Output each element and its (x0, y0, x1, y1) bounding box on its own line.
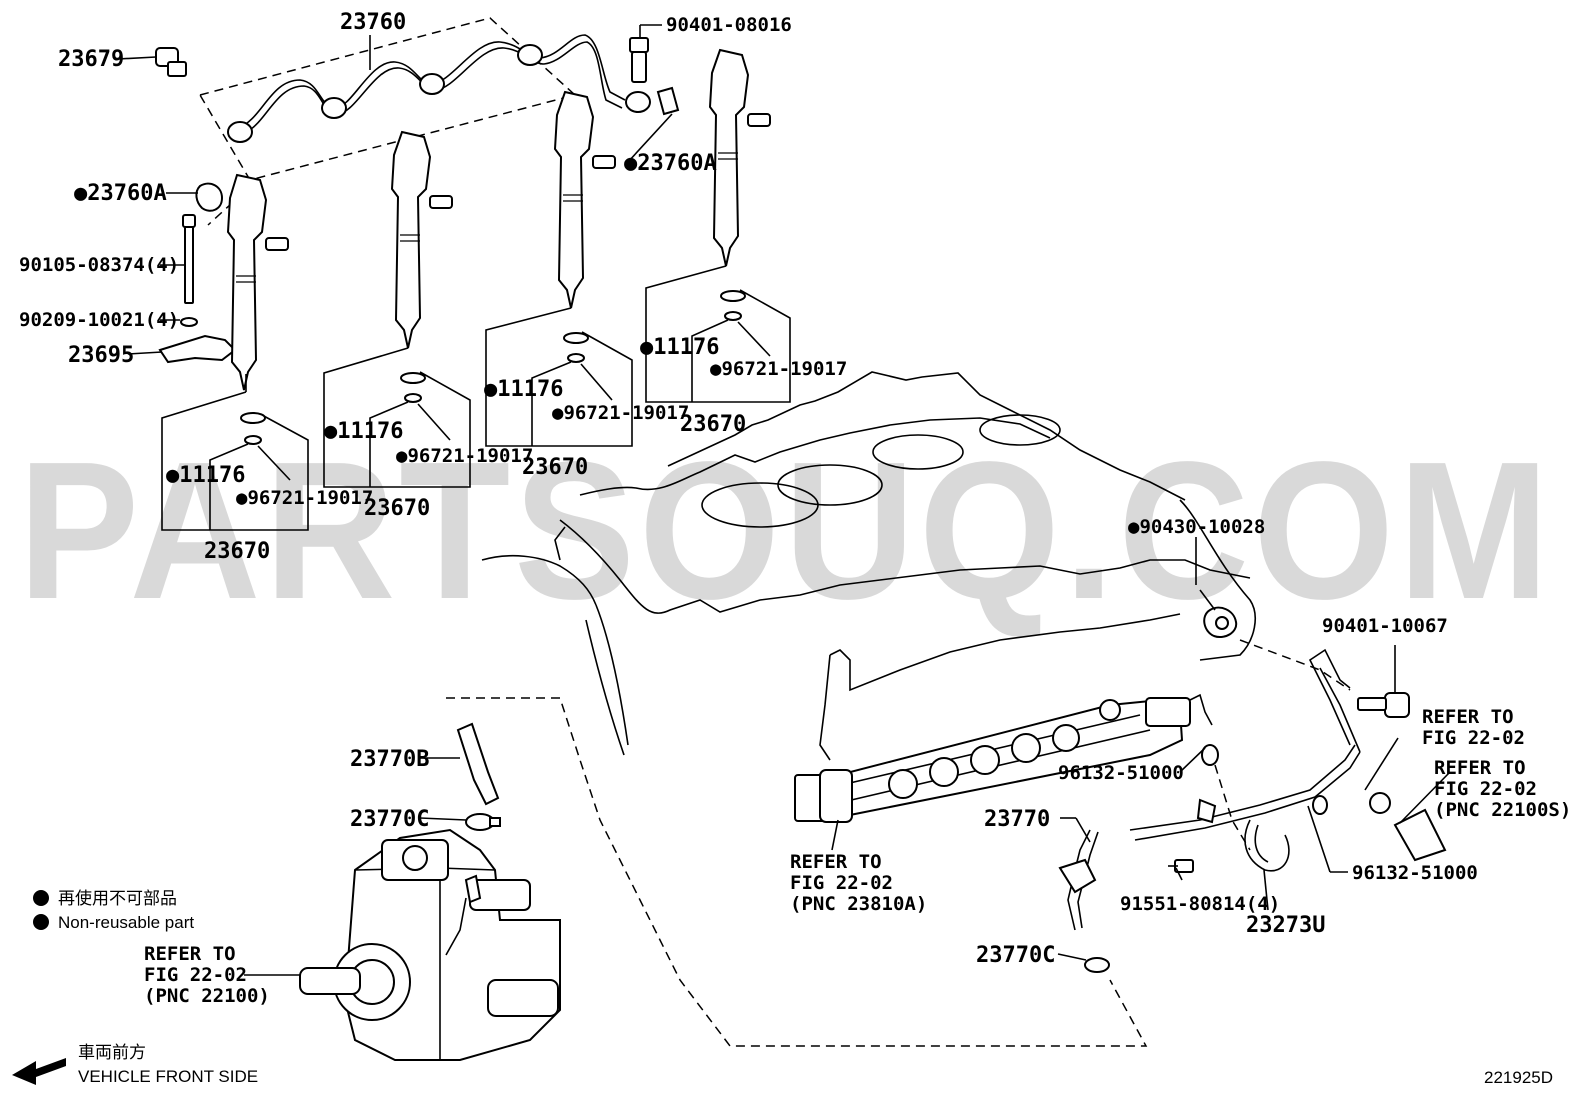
refer-rail-line1: REFER TO (790, 851, 882, 873)
label-90401-08016: 90401-08016 (666, 14, 792, 36)
refer-rail-line2: FIG 22-02 (790, 872, 893, 894)
leader-lines (117, 24, 1451, 976)
label-90401-10067: 90401-10067 (1322, 615, 1448, 637)
seal-kit-bracket-4 (645, 265, 791, 403)
label-23679: 23679 (58, 47, 124, 72)
part-labels: 23760 23679 90401-08016 ●23760A ●23760A … (19, 10, 1478, 968)
seal-kit-bracket-3 (485, 307, 633, 447)
label-90105-08374: 90105-08374(4) (19, 254, 179, 276)
label-23770C-bottom: 23770C (976, 943, 1055, 968)
common-rail (794, 613, 1213, 823)
label-91551-80814: 91551-80814(4) (1120, 893, 1280, 915)
label-96132-51000-right: 96132-51000 (1352, 862, 1478, 884)
banjo-fitting (1199, 589, 1238, 638)
label-96132-51000-left: 96132-51000 (1058, 762, 1184, 784)
seal-kit-bracket-1 (161, 391, 309, 531)
refer-right2-line1: REFER TO (1434, 757, 1526, 779)
label-23760A-left: ●23760A (74, 181, 167, 206)
refer-right1-line2: FIG 22-02 (1422, 727, 1525, 749)
injector-4 (708, 48, 771, 267)
injector-3 (553, 90, 616, 309)
refer-rail-line3: (PNC 23810A) (790, 893, 927, 915)
label-inj1-96721: ●96721-19017 (236, 487, 373, 509)
gasket-23760A-left (195, 182, 224, 212)
label-inj4-23670: 23670 (680, 412, 746, 437)
label-inj4-11176: ●11176 (640, 335, 719, 360)
bolt-90401-08016 (629, 37, 680, 116)
label-23770C-top: 23770C (350, 807, 429, 832)
label-inj2-96721: ●96721-19017 (396, 445, 533, 467)
clamp-23770C-top (465, 813, 501, 831)
label-23770B: 23770B (350, 747, 429, 772)
bolt-90401-10067 (1357, 645, 1410, 718)
refer-notes: REFER TO FIG 22-02 (PNC 23810A) REFER TO… (144, 706, 1571, 1007)
label-23695: 23695 (68, 343, 134, 368)
refer-right1-line1: REFER TO (1422, 706, 1514, 728)
plug-23679 (155, 47, 187, 77)
label-23760: 23760 (340, 10, 406, 35)
supply-pump (299, 697, 1148, 1061)
legend-japanese: 再使用不可部品 (58, 888, 177, 908)
right-dashed-leaders (1214, 639, 1351, 851)
front-english: VEHICLE FRONT SIDE (78, 1067, 258, 1086)
label-inj3-96721: ●96721-19017 (552, 402, 689, 424)
legend-bullet-icon (33, 914, 49, 930)
figure-id: 221925D (1484, 1068, 1553, 1087)
leak-pipe-23760 (198, 17, 651, 226)
legend-bullet-icon (33, 890, 49, 906)
label-inj3-11176: ●11176 (484, 377, 563, 402)
label-23760A-right: ●23760A (624, 151, 717, 176)
front-japanese: 車両前方 (78, 1043, 146, 1062)
label-inj2-11176: ●11176 (324, 419, 403, 444)
right-clamps (1084, 744, 1447, 973)
label-inj4-96721: ●96721-19017 (710, 358, 847, 380)
front-arrow-icon (12, 1058, 66, 1085)
injector-1 (226, 173, 289, 392)
engine-head-outline (481, 371, 1256, 756)
label-23770: 23770 (984, 807, 1050, 832)
hose-23770B (456, 722, 500, 806)
legend: 再使用不可部品 Non-reusable part (33, 888, 194, 932)
clamp-bolt-assembly (158, 214, 237, 364)
label-90209-10021: 90209-10021(4) (19, 309, 179, 331)
label-inj3-23670: 23670 (522, 455, 588, 480)
refer-pump-line2: FIG 22-02 (144, 964, 247, 986)
label-23273U: 23273U (1246, 913, 1325, 938)
seal-kit-bracket-2 (323, 347, 471, 488)
refer-pump-line1: REFER TO (144, 943, 236, 965)
refer-right2-line3: (PNC 22100S) (1434, 799, 1571, 821)
label-90430-10028: ●90430-10028 (1128, 516, 1265, 538)
vehicle-front-indicator: 車両前方 VEHICLE FRONT SIDE (12, 1043, 258, 1086)
legend-english: Non-reusable part (58, 913, 194, 932)
label-inj1-11176: ●11176 (166, 463, 245, 488)
refer-right2-line2: FIG 22-02 (1434, 778, 1537, 800)
injector-2 (390, 130, 453, 349)
label-inj1-23670: 23670 (204, 539, 270, 564)
return-pipes (1058, 648, 1361, 931)
refer-pump-line3: (PNC 22100) (144, 985, 270, 1007)
label-inj2-23670: 23670 (364, 496, 430, 521)
